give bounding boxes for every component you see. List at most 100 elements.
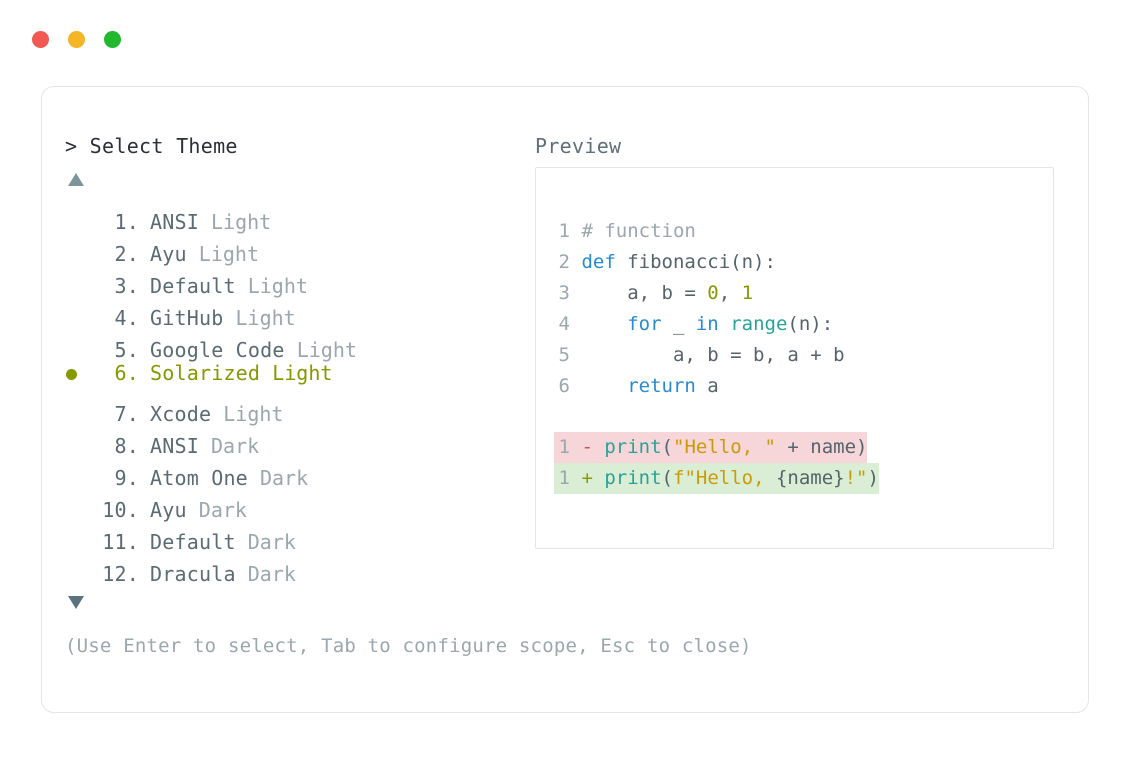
code-token: print bbox=[604, 467, 662, 489]
triangle-down-icon[interactable] bbox=[68, 595, 84, 609]
diff-sign: + bbox=[570, 467, 593, 489]
code-token: {name} bbox=[775, 467, 845, 489]
minimize-button[interactable] bbox=[68, 31, 85, 48]
theme-list-item[interactable]: 1. ANSI Light bbox=[65, 197, 535, 234]
theme-list-item[interactable]: 3.Default Light bbox=[65, 261, 535, 298]
theme-item-name: Default bbox=[150, 274, 236, 298]
diff-row: 1 - print("Hello, " + name) bbox=[554, 432, 1053, 463]
theme-item-number: 1. bbox=[114, 210, 139, 234]
theme-list-item[interactable]: 11.Default Dark bbox=[65, 517, 535, 554]
code-token bbox=[570, 313, 627, 335]
theme-item-name: Google Code bbox=[150, 338, 285, 362]
code-token: 1 bbox=[741, 282, 754, 304]
code-token: for bbox=[627, 313, 662, 335]
theme-item-variant: Dark bbox=[235, 530, 296, 554]
code-token: a bbox=[695, 375, 719, 397]
diff-row: 1 + print(f"Hello, {name}!") bbox=[554, 463, 1053, 494]
code-token bbox=[593, 467, 604, 489]
code-token: print bbox=[604, 436, 662, 458]
theme-item-name: Xcode bbox=[150, 402, 212, 426]
bullet-placeholder bbox=[65, 261, 91, 293]
theme-item-variant: Dark bbox=[247, 466, 309, 490]
bullet-placeholder bbox=[65, 453, 91, 485]
theme-item-variant: Light bbox=[198, 210, 272, 234]
code-token: return bbox=[627, 375, 696, 397]
theme-item-variant: Light bbox=[186, 242, 259, 266]
code-token: ( bbox=[661, 467, 673, 489]
theme-item-number: 5. bbox=[114, 338, 139, 362]
code-token: f"Hello, bbox=[673, 467, 776, 489]
bullet-placeholder bbox=[65, 325, 91, 357]
theme-list-item[interactable]: 2.Ayu Light bbox=[65, 229, 535, 266]
theme-item-variant: Light bbox=[223, 306, 296, 330]
code-token: "Hello, " bbox=[673, 436, 776, 458]
theme-item-number: 7. bbox=[114, 402, 139, 426]
bullet-placeholder bbox=[65, 549, 91, 581]
theme-item-variant: Dark bbox=[235, 562, 296, 586]
theme-item-variant: Light bbox=[235, 274, 308, 298]
code-token: ) bbox=[867, 467, 879, 489]
code-token: def bbox=[581, 251, 616, 273]
theme-item-name: ANSI bbox=[150, 210, 199, 234]
theme-list-item[interactable]: 8.ANSI Dark bbox=[65, 421, 535, 458]
close-button[interactable] bbox=[32, 31, 49, 48]
code-token bbox=[570, 375, 627, 397]
code-token bbox=[570, 251, 581, 273]
diff-line-minus: 1 - print("Hello, " + name) bbox=[554, 432, 868, 463]
theme-item-name: Ayu bbox=[150, 242, 187, 266]
code-token: range bbox=[730, 313, 788, 335]
theme-item-variant: Light bbox=[260, 361, 333, 385]
theme-item-number: 8. bbox=[114, 434, 139, 458]
theme-item-name: Ayu bbox=[150, 498, 187, 522]
theme-item-variant: Light bbox=[284, 338, 357, 362]
theme-item-name: Atom One bbox=[150, 466, 248, 490]
code-line: 1 # function bbox=[554, 216, 1053, 247]
maximize-button[interactable] bbox=[104, 31, 121, 48]
triangle-up-icon[interactable] bbox=[68, 172, 84, 186]
scroll-down-row[interactable] bbox=[65, 590, 535, 614]
theme-list-item[interactable]: 4.GitHub Light bbox=[65, 293, 535, 330]
theme-list-item[interactable]: 5. Google Code Light bbox=[65, 325, 535, 362]
diff-sign: - bbox=[570, 436, 593, 458]
code-token: in bbox=[695, 313, 719, 335]
bullet-placeholder bbox=[65, 389, 91, 421]
theme-list-item[interactable]: 12.Dracula Dark bbox=[65, 549, 535, 586]
bullet-placeholder bbox=[65, 293, 91, 325]
theme-list-item[interactable]: 9. Atom One Dark bbox=[65, 453, 535, 490]
window-controls bbox=[32, 31, 121, 48]
line-number: 1 bbox=[558, 467, 570, 489]
bullet-placeholder bbox=[65, 517, 91, 549]
line-number: 2 bbox=[558, 251, 570, 273]
bullet-placeholder bbox=[65, 485, 91, 517]
theme-item-variant: Dark bbox=[186, 498, 247, 522]
theme-list-item[interactable]: 6.Solarized Light bbox=[65, 357, 535, 389]
line-number: 1 bbox=[558, 436, 570, 458]
theme-list-item[interactable]: 10. Ayu Dark bbox=[65, 485, 535, 522]
theme-list-item[interactable]: 7.Xcode Light bbox=[65, 389, 535, 426]
code-token: a, b = bbox=[570, 282, 708, 304]
theme-item-number: 10. bbox=[102, 498, 139, 522]
scroll-up-row[interactable] bbox=[65, 167, 535, 191]
preview-title: Preview bbox=[535, 134, 622, 158]
code-token: + name) bbox=[775, 436, 868, 458]
code-line: 5 a, b = b, a + b bbox=[554, 340, 1053, 371]
line-number: 5 bbox=[558, 344, 570, 366]
selected-bullet-icon bbox=[66, 369, 77, 380]
line-number: 6 bbox=[558, 375, 570, 397]
code-line: 4 for _ in range(n): bbox=[554, 309, 1053, 340]
code-token: , bbox=[718, 282, 742, 304]
line-number: 1 bbox=[558, 220, 570, 242]
code-token: ( bbox=[661, 436, 673, 458]
line-number: 4 bbox=[558, 313, 570, 335]
line-number: 3 bbox=[558, 282, 570, 304]
page-title: > Select Theme bbox=[65, 134, 238, 158]
theme-item-name: Default bbox=[150, 530, 236, 554]
theme-item-number: 9. bbox=[114, 466, 139, 490]
theme-item-number: 6. bbox=[114, 361, 139, 385]
code-line: 2 def fibonacci(n): bbox=[554, 247, 1053, 278]
